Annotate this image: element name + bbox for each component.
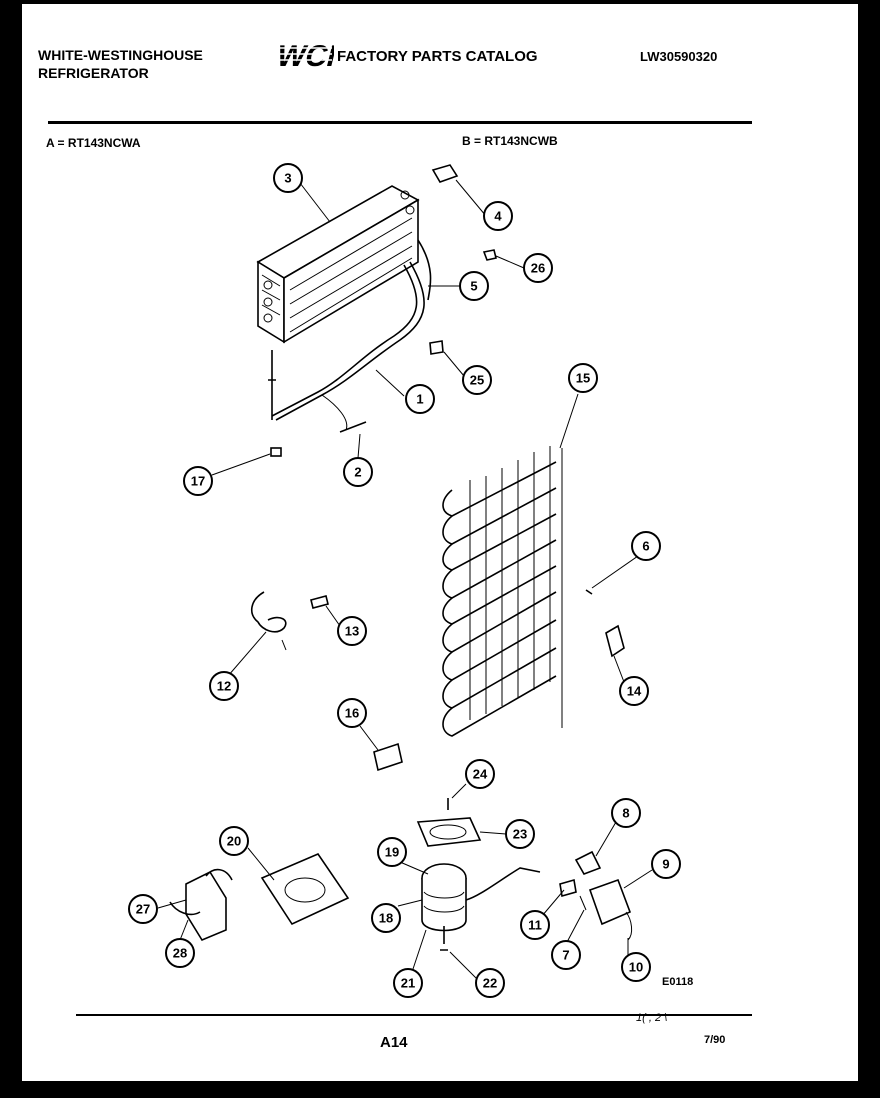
footer-rule [76,1014,752,1016]
svg-text:21: 21 [401,976,415,991]
svg-text:9: 9 [662,857,669,872]
callout-24: 24 [465,759,495,789]
svg-text:17: 17 [191,474,205,489]
svg-text:19: 19 [385,845,399,860]
callout-3: 3 [273,163,303,193]
svg-text:25: 25 [470,373,484,388]
model-a-label: A = RT143NCWA [46,136,141,150]
svg-text:13: 13 [345,624,359,639]
callout-9: 9 [651,849,681,879]
callout-15: 15 [568,363,598,393]
svg-text:23: 23 [513,827,527,842]
callout-19: 19 [377,837,407,867]
svg-text:5: 5 [470,279,477,294]
svg-text:2: 2 [354,465,361,480]
catalog-number: LW30590320 [640,49,718,64]
callout-11: 11 [520,910,550,940]
brand-block: WHITE-WESTINGHOUSE REFRIGERATOR [38,46,203,82]
callout-5: 5 [459,271,489,301]
callout-13: 13 [337,616,367,646]
callout-17: 17 [183,466,213,496]
evaporator-part [256,185,420,344]
svg-text:24: 24 [473,767,488,782]
brand-name: WHITE-WESTINGHOUSE [38,47,203,63]
svg-text:22: 22 [483,976,497,991]
callout-10: 10 [621,952,651,982]
base-plate-part [260,853,350,926]
svg-text:8: 8 [622,806,629,821]
wci-logo: WCI [273,39,334,72]
header-rule [48,121,752,124]
callout-1: 1 [405,384,435,414]
condenser-part [442,446,563,737]
callout-7: 7 [551,940,581,970]
svg-text:WCI: WCI [273,39,334,72]
diagram-code: E0118 [662,976,694,988]
svg-text:18: 18 [379,911,393,926]
callout-20: 20 [219,826,249,856]
svg-text:7: 7 [562,948,569,963]
callout-14: 14 [619,676,649,706]
capacitor-part [169,868,233,942]
tubing-part [268,239,432,431]
callout-23: 23 [505,819,535,849]
catalog-title: FACTORY PARTS CATALOG [337,48,538,65]
callout-21: 21 [393,968,423,998]
callout-18: 18 [371,903,401,933]
svg-text:20: 20 [227,834,241,849]
model-b-label: B = RT143NCWB [462,134,558,148]
callout-4: 4 [483,201,513,231]
svg-text:4: 4 [494,209,502,224]
svg-text:15: 15 [576,371,590,386]
relay-overload-part [559,850,633,941]
callout-16: 16 [337,698,367,728]
svg-text:6: 6 [642,539,649,554]
callout-26: 26 [523,253,553,283]
callout-25: 25 [462,365,492,395]
revision-date: 7/90 [704,1034,726,1046]
svg-text:27: 27 [136,902,150,917]
leader-lines [157,179,653,981]
compressor-part [416,798,541,951]
callout-28: 28 [165,938,195,968]
svg-text:28: 28 [173,946,187,961]
callout-12: 12 [209,671,239,701]
svg-text:12: 12 [217,679,231,694]
svg-text:10: 10 [629,960,643,975]
callout-8: 8 [611,798,641,828]
svg-text:16: 16 [345,706,359,721]
svg-text:1: 1 [416,392,423,407]
svg-text:26: 26 [531,261,545,276]
svg-text:3: 3 [284,171,291,186]
callout-6: 6 [631,531,661,561]
callout-2: 2 [343,457,373,487]
svg-text:11: 11 [528,918,542,933]
callout-22: 22 [475,968,505,998]
svg-text:14: 14 [627,684,642,699]
small-hardware [251,164,625,772]
handwritten-margin-note: 1( , 2 \ [636,1012,668,1024]
callout-27: 27 [128,894,158,924]
product-type: REFRIGERATOR [38,65,149,81]
page-number: A14 [380,1034,408,1051]
